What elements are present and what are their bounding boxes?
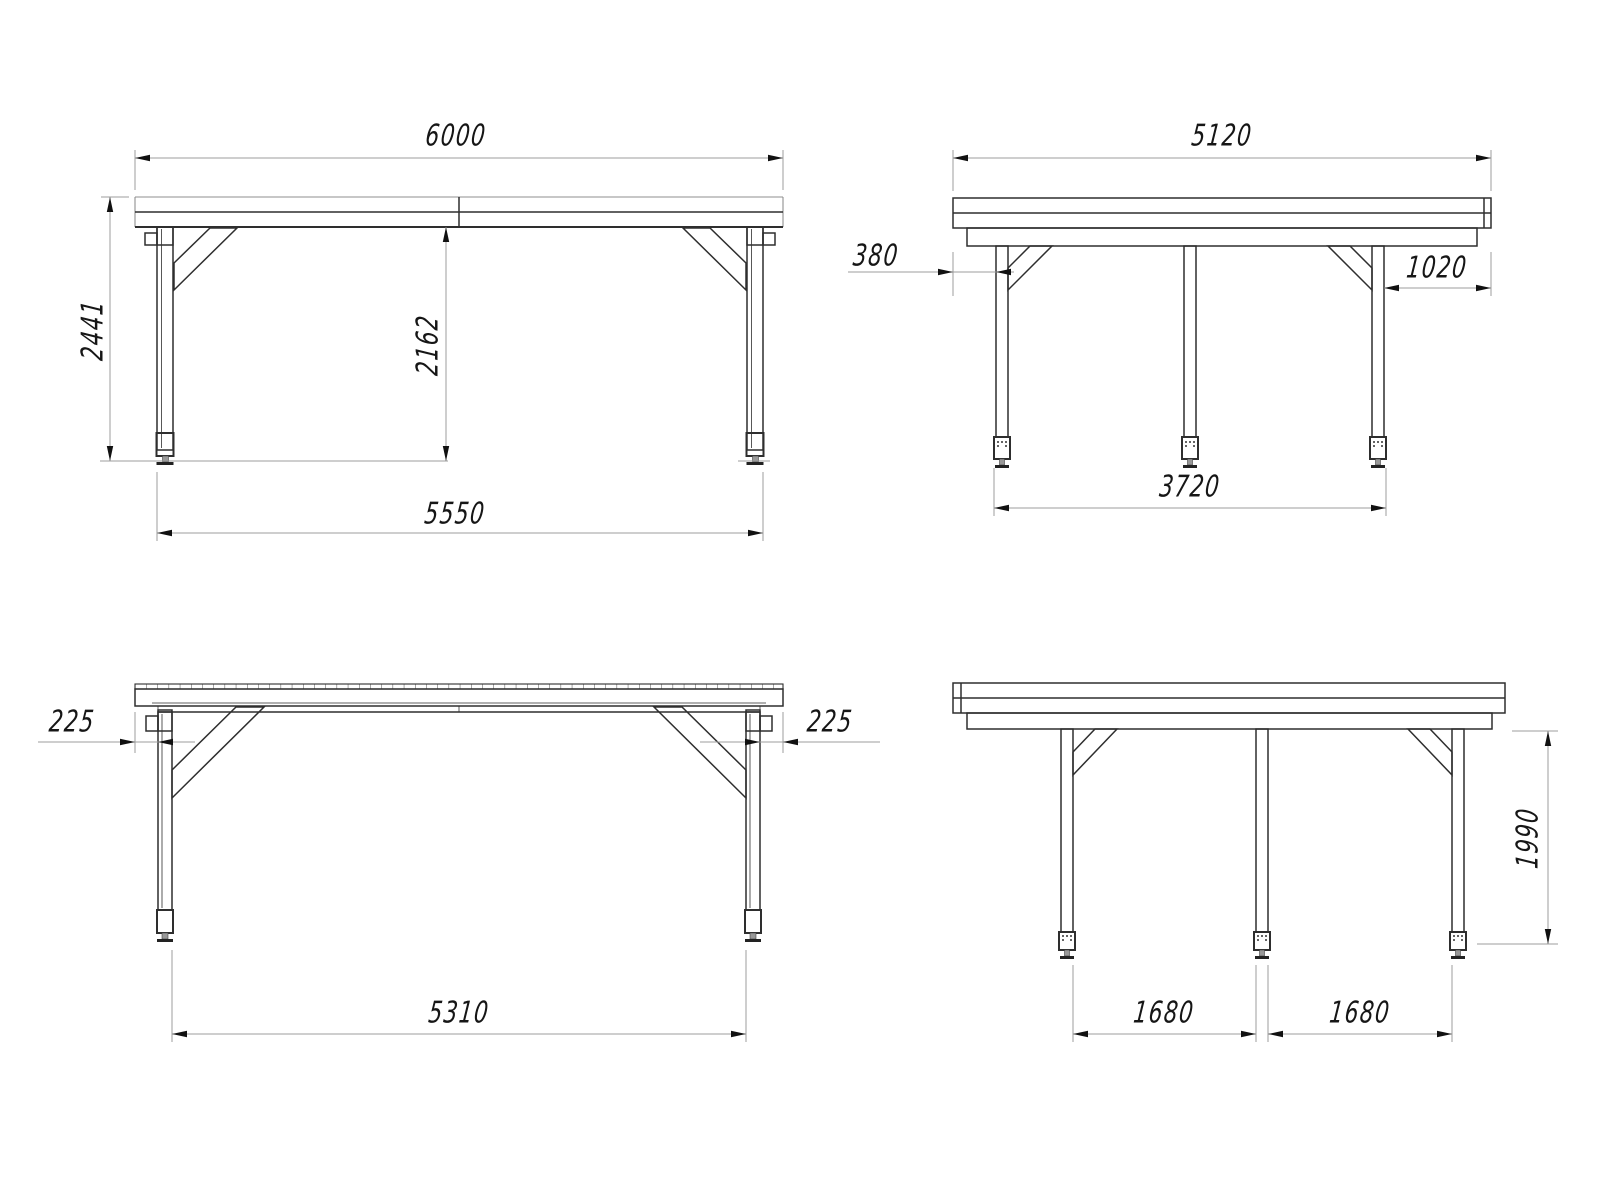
- roof-beam-side: [134, 196, 784, 228]
- dim-label-bay-right: 1680: [1327, 995, 1393, 1031]
- dim-label-overhang-right-front: 1020: [1404, 250, 1470, 286]
- post-left: [1060, 728, 1074, 933]
- dim-clear-height: [442, 227, 450, 461]
- post-left: [995, 245, 1009, 438]
- brace-left: [173, 227, 239, 292]
- dim-overhang-left: [848, 252, 1014, 296]
- dim-roof-length: [134, 150, 784, 190]
- dim-bay-left: [1072, 965, 1257, 1042]
- dim-label-overhang-left-front: 380: [851, 238, 901, 274]
- dim-label-total-height: 2441: [75, 297, 111, 363]
- roof-beam-front: [952, 197, 1492, 247]
- brace-right: [652, 706, 747, 800]
- post-middle: [1183, 245, 1197, 438]
- dim-label-post-span-outer-side: 5550: [422, 496, 488, 532]
- dim-post-span-outer: [156, 472, 764, 541]
- front-view-bottom: [952, 682, 1558, 1042]
- dim-label-post-span-outer-front: 3720: [1157, 469, 1223, 505]
- post-foot-middle: [1253, 931, 1271, 959]
- post-foot-left: [156, 909, 174, 942]
- dim-overhang-left: [38, 712, 195, 753]
- post-right: [1451, 728, 1465, 933]
- roof-beam-front: [952, 682, 1506, 730]
- brace-right: [1326, 245, 1373, 292]
- roof-beam-side: [134, 683, 784, 713]
- brace-left: [1072, 728, 1119, 777]
- brace-left: [1007, 245, 1054, 292]
- post-middle: [1255, 728, 1269, 933]
- post-foot-middle: [1181, 436, 1199, 468]
- dim-label-overhang-left-side: 225: [47, 704, 97, 740]
- post-right: [1371, 245, 1385, 438]
- dim-label-post-clear-span: 5310: [426, 995, 492, 1031]
- side-view-top: [100, 150, 784, 541]
- brace-right: [681, 227, 747, 292]
- post-right: [746, 226, 776, 451]
- post-foot-right: [1369, 436, 1387, 468]
- front-view-top: [848, 150, 1492, 516]
- dim-label-bay-left: 1680: [1131, 995, 1197, 1031]
- dim-label-roof-length: 6000: [423, 118, 489, 154]
- dim-post-height: [1477, 730, 1558, 945]
- dim-label-clear-height: 2162: [410, 312, 446, 378]
- post-foot-left: [993, 436, 1011, 468]
- dim-roof-width: [952, 150, 1492, 191]
- brace-right: [1406, 728, 1453, 777]
- dim-total-height: [100, 196, 770, 462]
- dim-label-roof-width: 5120: [1189, 118, 1255, 154]
- brace-left: [171, 706, 266, 800]
- dim-post-span-outer: [993, 468, 1387, 516]
- side-view-bottom: [38, 683, 880, 1042]
- dim-overhang-right: [1384, 252, 1492, 296]
- dim-bay-right: [1267, 965, 1453, 1042]
- post-foot-left: [1058, 931, 1076, 959]
- dim-label-overhang-right-side: 225: [805, 704, 855, 740]
- post-foot-left: [155, 432, 175, 465]
- post-foot-right: [744, 909, 762, 942]
- dim-overhang-right: [700, 712, 880, 753]
- dim-label-post-height: 1990: [1510, 805, 1546, 871]
- post-foot-right: [1449, 931, 1467, 959]
- post-left: [145, 709, 173, 911]
- post-left: [144, 226, 174, 451]
- dim-post-clear-span: [171, 950, 747, 1042]
- post-foot-right: [745, 432, 765, 465]
